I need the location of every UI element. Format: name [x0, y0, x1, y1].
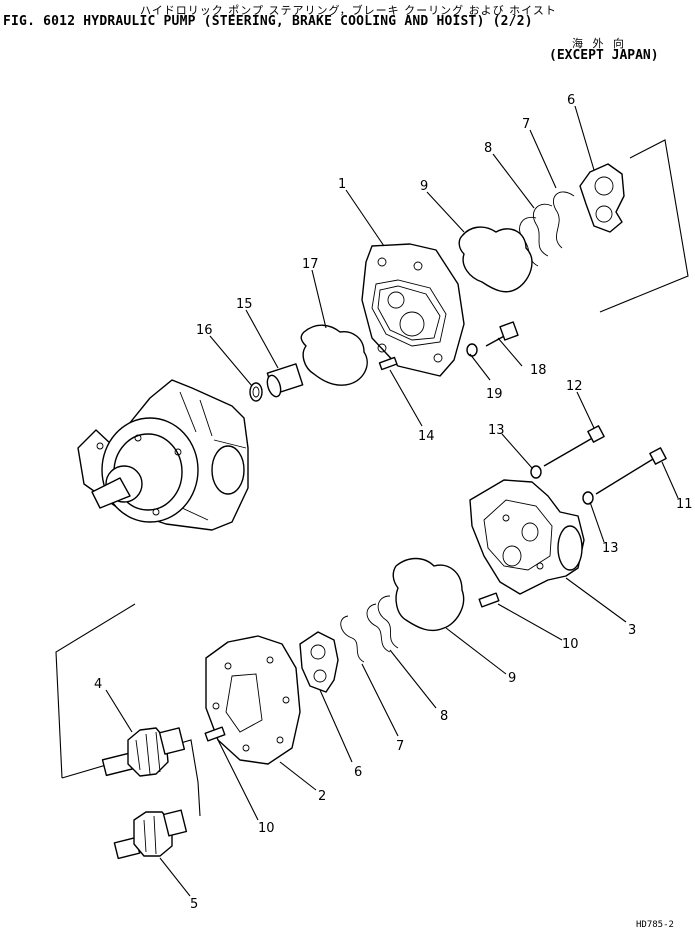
- region-japanese: 海 外 向: [572, 37, 627, 50]
- callout-10-left: 10: [258, 821, 275, 836]
- callout-15: 15: [236, 297, 253, 312]
- part-9-17-gaskets: [300, 226, 533, 632]
- callout-8-lower: 8: [440, 709, 448, 724]
- callout-2: 2: [318, 789, 326, 804]
- callout-4: 4: [94, 677, 102, 692]
- callout-5: 5: [190, 897, 198, 912]
- part-15-16-bushing: [249, 363, 304, 402]
- callout-19: 19: [486, 387, 503, 402]
- part-1-cover: [361, 243, 465, 377]
- pump-body: [77, 379, 249, 531]
- callout-1: 1: [338, 177, 346, 192]
- callout-13-upper: 13: [488, 423, 505, 438]
- callout-9-upper: 9: [420, 179, 428, 194]
- callout-18: 18: [530, 363, 547, 378]
- callout-7-lower: 7: [396, 739, 404, 754]
- callout-6-lower: 6: [354, 765, 362, 780]
- callout-16: 16: [196, 323, 213, 338]
- part-4-drive-gear: [101, 727, 186, 777]
- callout-9-lower: 9: [508, 671, 516, 686]
- region-label: (EXCEPT JAPAN): [549, 48, 659, 63]
- callout-17: 17: [302, 257, 319, 272]
- figure-title: FIG. 6012 HYDRAULIC PUMP (STEERING, BRAK…: [3, 14, 533, 29]
- part-3-cover: [469, 479, 585, 595]
- callout-7-upper: 7: [522, 117, 530, 132]
- part-7-8-seals: [340, 191, 575, 663]
- callout-11: 11: [676, 497, 693, 512]
- callout-6-upper: 6: [567, 93, 575, 108]
- title-japanese: ハイドロリック ポンプ ステアリング，ブレーキ クーリング および ホイスト: [140, 4, 557, 17]
- part-5-driven-gear: [113, 809, 188, 860]
- callout-14: 14: [418, 429, 435, 444]
- callout-13-lower: 13: [602, 541, 619, 556]
- drawing-code: HD785-2: [636, 920, 674, 930]
- callout-labels: 1 2 3 4 5 6 6 7 7 8 8 9 9 10 10 11 12 13…: [94, 93, 693, 912]
- callout-12: 12: [566, 379, 583, 394]
- part-6-plates: [299, 163, 625, 693]
- pins-bolts-washers: [204, 321, 667, 742]
- callout-10-right: 10: [562, 637, 579, 652]
- callout-8-upper: 8: [484, 141, 492, 156]
- leader-lines: [105, 105, 679, 897]
- callout-3: 3: [628, 623, 636, 638]
